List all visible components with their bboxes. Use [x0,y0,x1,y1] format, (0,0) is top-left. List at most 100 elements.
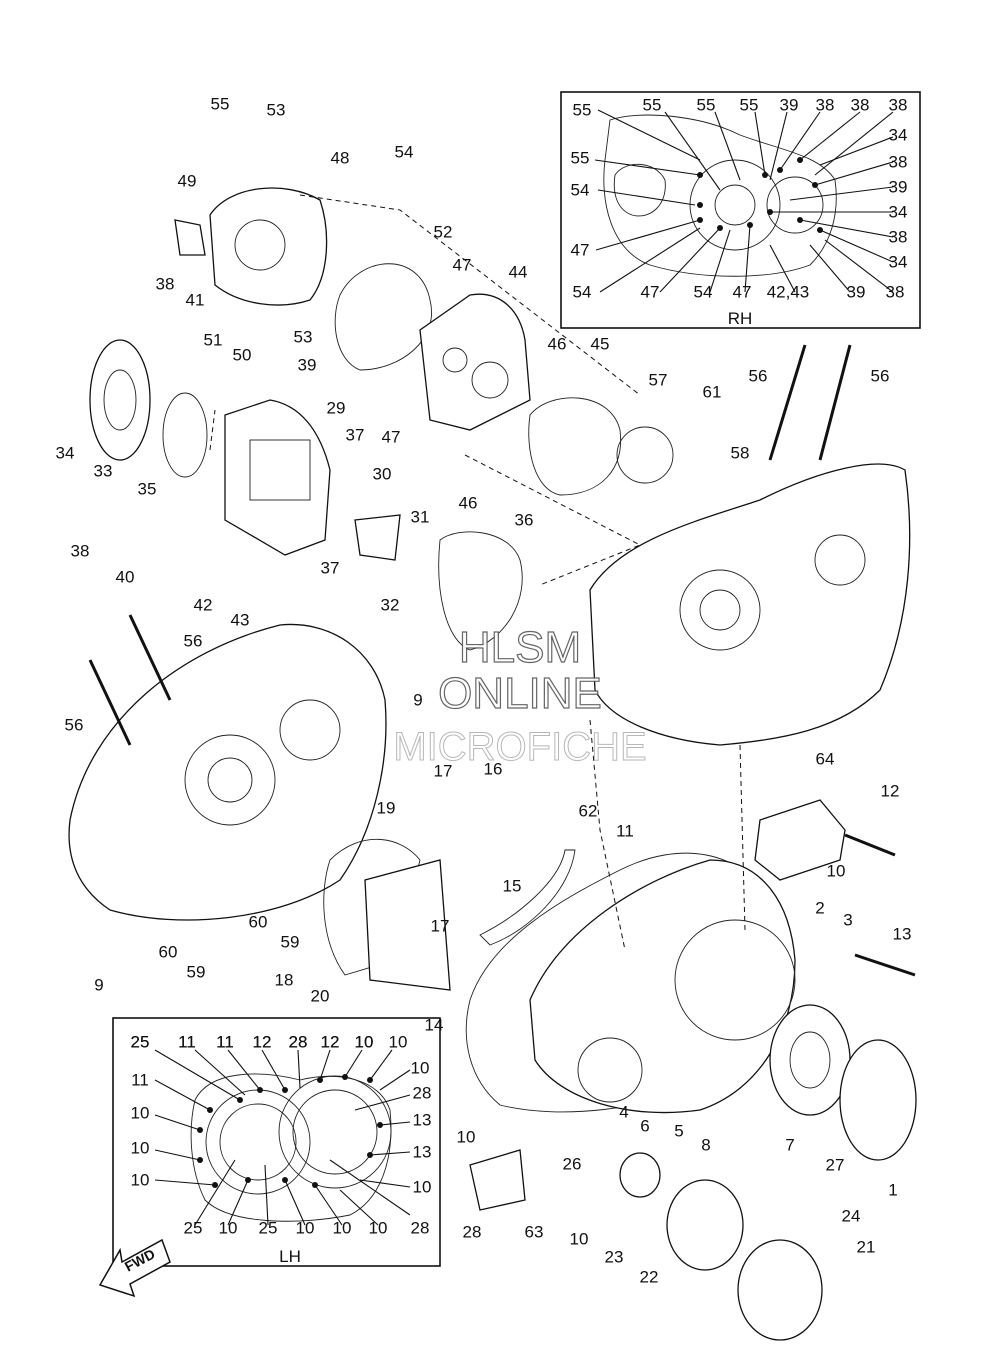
lh-callout-17: 25 [184,1219,203,1238]
callout-43: 12 [881,782,900,801]
rh-callout-14: 34 [889,203,908,222]
lh-callout-16: 10 [413,1178,432,1197]
callout-38: 9 [413,691,422,710]
callout-48: 15 [503,877,522,896]
callout-59: 20 [311,987,330,1006]
callout-66: 12 [321,1033,340,1052]
callout-42: 64 [816,750,835,769]
callout-36: 32 [381,596,400,615]
lh-inset-title: LH [279,1247,301,1266]
lh-callout-3: 12 [253,1033,272,1052]
rh-callout-22: 39 [847,283,866,302]
rh-callout-10: 54 [571,181,590,200]
callout-46: 11 [616,822,634,841]
rh-callout-11: 38 [889,153,908,172]
callout-62: 11 [178,1033,196,1052]
callout-30: 40 [116,568,135,587]
callout-75: 26 [563,1155,582,1174]
callout-82: 24 [842,1207,861,1226]
callout-5: 52 [434,223,453,242]
callout-74: 27 [826,1156,845,1175]
rh-callout-0: 55 [573,101,592,120]
callout-9: 41 [186,291,205,310]
callout-25: 56 [871,367,890,386]
lh-callout-18: 10 [219,1219,238,1238]
callout-79: 10 [570,1230,589,1249]
callout-23: 61 [703,383,722,402]
callout-53: 59 [281,933,300,952]
lh-callout-10: 28 [413,1084,432,1103]
callout-18: 35 [138,480,157,499]
callout-47: 10 [827,862,846,881]
callout-65: 28 [289,1033,308,1052]
rh-callout-5: 38 [816,96,835,115]
callout-32: 36 [515,511,534,530]
callout-78: 63 [525,1223,544,1242]
rh-callout-4: 39 [780,96,799,115]
rh-callout-20: 47 [733,283,752,302]
callout-69: 4 [619,1103,628,1122]
callout-35: 37 [321,559,340,578]
lh-callout-22: 10 [369,1219,388,1238]
callout-33: 42 [194,596,213,615]
callout-27: 46 [459,494,478,513]
callout-77: 28 [463,1223,482,1242]
callout-3: 54 [395,143,414,162]
lh-callout-21: 10 [333,1219,352,1238]
callout-67: 10 [355,1033,374,1052]
rh-callout-9: 34 [889,126,908,145]
callout-83: 21 [857,1238,876,1257]
callout-7: 44 [509,263,528,282]
watermark-line-3: MICROFICHE [393,725,646,769]
callout-71: 5 [674,1122,683,1141]
callout-73: 7 [785,1136,794,1155]
rh-callout-6: 38 [851,96,870,115]
lh-callout-7: 10 [389,1033,408,1052]
callout-8: 38 [156,275,175,294]
callout-26: 30 [373,465,392,484]
parts-drawing [68,187,917,1341]
lh-callout-1: 11 [178,1033,196,1052]
rh-callout-18: 47 [641,283,660,302]
callout-12: 53 [294,328,313,347]
rh-callout-21: 42,43 [767,283,810,302]
callout-22: 57 [649,371,668,390]
callout-63: 11 [216,1033,234,1052]
lh-callout-23: 28 [411,1219,430,1238]
callout-50: 3 [843,911,852,930]
lh-callout-13: 10 [131,1139,150,1158]
callout-45: 62 [579,802,598,821]
callout-16: 34 [56,444,75,463]
lh-callout-2: 11 [216,1033,234,1052]
callout-15: 45 [591,335,610,354]
callout-70: 6 [640,1117,649,1136]
callout-41: 16 [484,760,503,779]
callout-13: 39 [298,356,317,375]
watermark-line-1: HLSM [459,623,581,672]
lh-callout-8: 10 [411,1059,430,1078]
rh-callout-13: 47 [571,241,590,260]
rh-callout-16: 34 [889,253,908,272]
rh-callout-19: 54 [694,283,713,302]
callout-58: 17 [431,917,450,936]
lh-callout-14: 13 [413,1143,432,1162]
callout-34: 43 [231,611,250,630]
callout-56: 9 [94,976,103,995]
rh-callout-23: 38 [886,283,905,302]
lh-inset: LH [112,1017,441,1267]
callout-51: 13 [893,925,912,944]
callout-31: 31 [411,508,430,527]
callout-37: 56 [184,632,203,651]
rh-inset-title: RH [728,309,753,328]
callout-24: 56 [749,367,768,386]
callout-52: 60 [249,913,268,932]
callout-54: 60 [159,943,178,962]
callout-2: 48 [331,149,350,168]
rh-callout-7: 38 [889,96,908,115]
callout-14: 46 [548,335,567,354]
fwd-arrow-icon: FWD [98,1238,171,1298]
